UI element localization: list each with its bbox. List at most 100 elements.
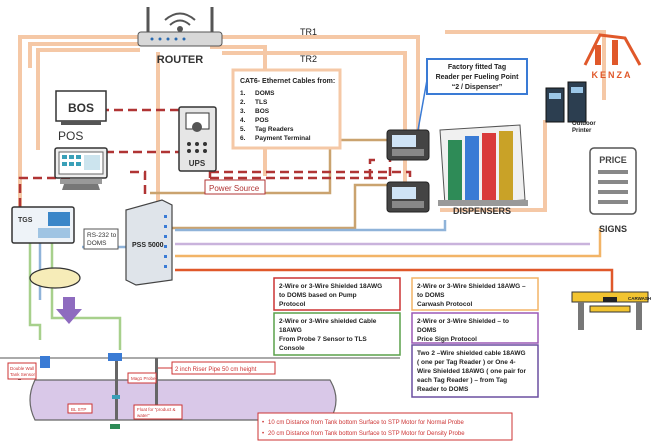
rs232-line1: RS-232 to <box>87 232 117 239</box>
riser-box <box>171 361 276 375</box>
power-source-box <box>204 179 266 195</box>
power-source-label: Power Source <box>209 184 260 193</box>
cat6-title: CAT6- Ethernet Cables from: <box>240 78 335 85</box>
cat6-item-text: DOMS <box>255 90 275 97</box>
note-line: 18AWG <box>279 327 302 334</box>
ups-power-icon <box>192 122 202 132</box>
cat6-item-text: Payment Terminal <box>255 135 311 142</box>
cat6-item-num: 1. <box>240 90 246 97</box>
printer-cable <box>440 120 547 212</box>
tr2-label: TR2 <box>300 54 317 64</box>
ethernet-cables <box>18 30 606 215</box>
note-line: 2-Wire or 3-Wire Shielded 18AWG – <box>417 283 526 290</box>
printer-label-line2: Printer <box>572 128 592 134</box>
note-line: Price Sign Protocol <box>417 336 477 343</box>
price-sign: PRICE <box>589 147 637 215</box>
ethernet-bos-cable <box>28 42 140 68</box>
cat6-item-text: POS <box>255 117 269 124</box>
underground-tank <box>18 353 337 429</box>
float-line1: Float for “product & <box>137 407 176 412</box>
note-line: to DOMS <box>417 292 445 299</box>
power-cables <box>18 108 412 215</box>
distance-bullet-icon: • <box>262 431 264 437</box>
note-line: ( one per Tag Reader ) or One 4- <box>417 359 515 366</box>
bos-label: BOS <box>68 101 94 115</box>
dispensers-label: DISPENSERS <box>453 206 511 216</box>
mag-probe-label: Mag1 Probe <box>131 376 156 381</box>
mag-probe-box <box>127 372 157 384</box>
cat6-item-num: 4. <box>240 117 246 124</box>
ethernet-pos-cable <box>36 48 140 150</box>
note-line: Protocol <box>279 301 306 308</box>
note-carwash-protocol: 2-Wire or 3-Wire Shielded 18AWG – to DOM… <box>411 277 539 311</box>
note-line: each Tag Reader ) – from Tag <box>417 377 507 384</box>
pss5000-controller: PSS 5000 <box>125 199 173 286</box>
note-tag-reader-cable: Two 2 –Wire shielded cable 18AWG ( one p… <box>411 344 539 398</box>
cat6-item-num: 5. <box>240 126 246 133</box>
bos-server: BOS <box>55 90 107 125</box>
cat6-info-box: CAT6- Ethernet Cables from: 1. DOMS 2. T… <box>231 68 342 150</box>
distance-notes-box <box>257 412 513 441</box>
kenza-logo: KENZA <box>583 33 642 80</box>
float-box <box>133 404 183 420</box>
outdoor-printer <box>545 81 587 123</box>
router-body <box>137 31 223 47</box>
tag-reader-bottom <box>386 181 430 213</box>
double-wall-line1: Double Wall <box>10 366 34 371</box>
note-line: Two 2 –Wire shielded cable 18AWG <box>417 350 526 357</box>
carwash-label: CARWASH <box>628 296 651 301</box>
tag-reader-top <box>386 129 430 161</box>
cat6-item-text: Tag Readers <box>255 126 294 133</box>
cat6-item-text: TLS <box>255 99 268 106</box>
double-wall-sensor-box <box>7 362 37 380</box>
distance-note: 10 cm Distance from Tank bottom Surface … <box>268 420 465 426</box>
pos-terminal <box>54 147 108 190</box>
riser-label: 2 inch Riser Pipe 50 cm height <box>175 367 257 373</box>
signal-cables <box>28 138 614 350</box>
signs-label: SIGNS <box>599 224 627 234</box>
ups-device: UPS <box>178 106 217 172</box>
tr1-label: TR1 <box>300 27 317 37</box>
price-title: PRICE <box>599 155 627 165</box>
probe-pipe <box>115 358 118 420</box>
note-line: Wire Shielded 18AWG ( one pair for <box>417 368 526 375</box>
router: ROUTER <box>137 7 223 66</box>
distance-bullet-icon: • <box>262 420 264 426</box>
note-line: 2-Wire or 3-Wire shielded Cable <box>279 318 377 325</box>
cat6-item-num: 6. <box>240 135 246 142</box>
note-pump-protocol: 2-Wire or 3-Wire Shielded 18AWG to DOMS … <box>273 277 401 311</box>
cat6-item-num: 3. <box>240 108 246 115</box>
carwash-graphic: CARWASH <box>571 291 651 330</box>
tr1-cable <box>222 35 420 140</box>
down-arrow-icon <box>56 297 82 324</box>
cat6-item-num: 2. <box>240 99 246 106</box>
note-line: Reader to DOMS <box>417 386 469 393</box>
wifi-icon <box>164 12 196 32</box>
pos-label: POS <box>58 129 83 143</box>
distance-note: 20 cm Distance from Tank bottom Surface … <box>268 431 465 437</box>
rs232-box <box>83 228 119 250</box>
riser-pipe <box>155 358 158 420</box>
note-line: to DOMS based on Pump <box>279 292 357 299</box>
note-line: Carwash Protocol <box>417 301 472 308</box>
note-line: 2-Wire or 3-Wire Shielded 18AWG <box>279 283 382 290</box>
small-tank <box>29 267 81 289</box>
rs232-line2: DOMS <box>87 240 107 247</box>
tag-note-pointer <box>417 79 428 131</box>
tag-note-line2: Reader per Fueling Point <box>436 74 520 81</box>
tgs-console: TGS <box>11 206 75 244</box>
stp-box <box>67 403 93 414</box>
stp-label: BL STP <box>71 407 86 412</box>
router-label: ROUTER <box>157 54 204 66</box>
note-line: 2-Wire or 3-Wire Shielded – to <box>417 318 509 325</box>
ethernet-outer-cable <box>445 30 606 100</box>
note-line: From Probe 7 Sensor to TLS <box>279 336 367 343</box>
cat6-item-text: BOS <box>255 108 270 115</box>
dispensers-graphic <box>438 124 528 206</box>
logo-text: KENZA <box>592 70 633 80</box>
pss-label: PSS 5000 <box>132 242 164 249</box>
note-probe-cable: 2-Wire or 3-Wire shielded Cable 18AWG Fr… <box>273 312 401 356</box>
tag-reader-note: Factory fitted Tag Reader per Fueling Po… <box>417 58 528 131</box>
tag-note-line1: Factory fitted Tag <box>448 64 506 71</box>
